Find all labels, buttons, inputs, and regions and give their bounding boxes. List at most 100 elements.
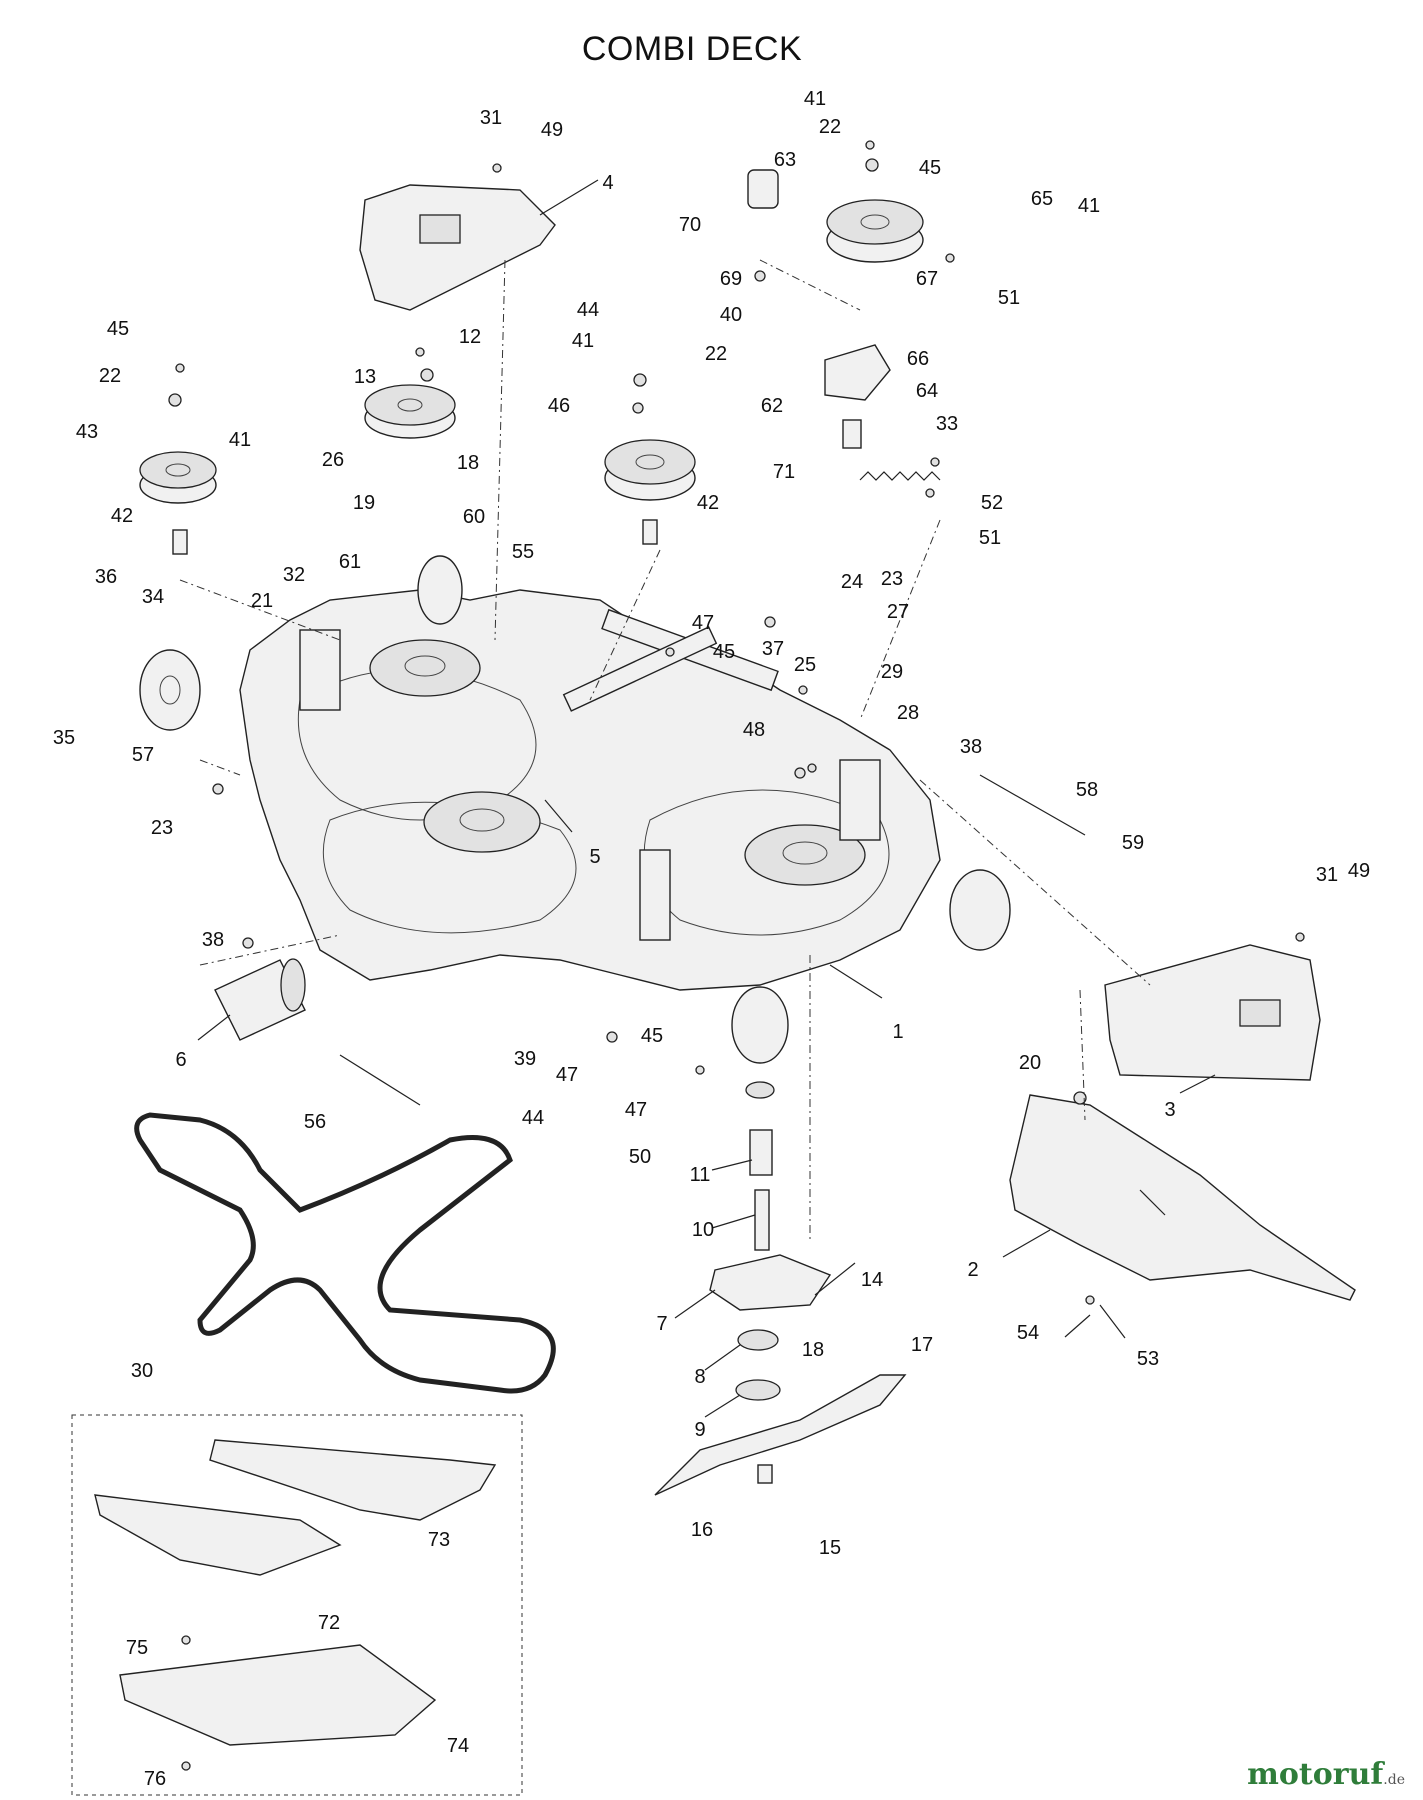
callout-49a: 49 <box>541 119 563 141</box>
idler-pulley-43 <box>139 451 217 504</box>
callout-60: 60 <box>463 506 485 528</box>
callout-20: 20 <box>1019 1052 1041 1074</box>
idler-pulley-26 <box>364 384 456 439</box>
diagram-title: COMBI DECK <box>581 30 803 68</box>
callout-29: 29 <box>881 661 903 683</box>
tension-spring-33 <box>859 471 941 481</box>
callout-25: 25 <box>794 654 816 676</box>
motoruf-logo: motoruf.de <box>1247 1757 1405 1792</box>
callout-22b: 22 <box>705 343 727 365</box>
callout-64: 64 <box>916 380 938 402</box>
callout-28: 28 <box>897 702 919 724</box>
callout-51a: 51 <box>998 287 1020 309</box>
logo-name: motoruf <box>1247 1757 1384 1792</box>
callout-37: 37 <box>762 638 784 660</box>
callout-23b: 23 <box>881 568 903 590</box>
callout-17: 17 <box>911 1334 933 1356</box>
callout-44b: 44 <box>522 1107 544 1129</box>
callout-16: 16 <box>691 1519 713 1541</box>
callout-55: 55 <box>512 541 534 563</box>
idler-pulley-46 <box>604 439 696 501</box>
callout-47b: 47 <box>556 1064 578 1086</box>
callout-74: 74 <box>447 1735 469 1757</box>
callout-41c: 41 <box>804 88 826 110</box>
callout-1: 1 <box>892 1021 903 1043</box>
callout-31b: 31 <box>1316 864 1338 886</box>
callout-11: 11 <box>690 1164 711 1186</box>
callout-66: 66 <box>907 348 929 370</box>
callout-41a: 41 <box>229 429 251 451</box>
baffle <box>1009 1094 1356 1301</box>
callout-5: 5 <box>589 846 600 868</box>
callout-33: 33 <box>936 413 958 435</box>
callout-53: 53 <box>1137 1348 1159 1370</box>
callout-70: 70 <box>679 214 701 236</box>
deck-housing <box>239 589 941 991</box>
callout-65: 65 <box>1031 188 1053 210</box>
mulch-plate-73 <box>209 1439 497 1521</box>
callout-61: 61 <box>339 551 361 573</box>
callout-22c: 22 <box>819 116 841 138</box>
spindle-assembly <box>709 1081 832 1401</box>
callout-71: 71 <box>773 461 795 483</box>
idler-pulley-63 <box>826 199 924 263</box>
callout-42a: 42 <box>111 505 133 527</box>
callout-38a: 38 <box>202 929 224 951</box>
blade-washer-16 <box>757 1464 773 1484</box>
callout-32: 32 <box>283 564 305 586</box>
callout-15: 15 <box>819 1537 841 1559</box>
callout-18a: 18 <box>457 452 479 474</box>
callout-27: 27 <box>887 601 909 623</box>
callout-24: 24 <box>841 571 863 593</box>
callout-14: 14 <box>861 1269 883 1291</box>
callout-3: 3 <box>1164 1099 1175 1121</box>
callout-43: 43 <box>76 421 98 443</box>
drive-belt-30 <box>134 1112 556 1394</box>
mulch-plate-74 <box>119 1644 437 1746</box>
callout-13: 13 <box>354 366 376 388</box>
callout-19: 19 <box>353 492 375 514</box>
callout-39: 39 <box>514 1048 536 1070</box>
callout-12: 12 <box>459 326 481 348</box>
idler-arm-62 <box>824 344 891 401</box>
callout-42b: 42 <box>697 492 719 514</box>
callout-41b: 41 <box>572 330 594 352</box>
spacer-42-left <box>172 529 188 555</box>
belt-cover-right <box>1104 944 1321 1081</box>
callout-26: 26 <box>322 449 344 471</box>
callout-56: 56 <box>304 1111 326 1133</box>
callout-50: 50 <box>629 1146 651 1168</box>
callout-30: 30 <box>131 1360 153 1382</box>
alignment-lines <box>179 259 1151 1240</box>
callout-52: 52 <box>981 492 1003 514</box>
callout-23a: 23 <box>151 817 173 839</box>
callout-45a: 45 <box>107 318 129 340</box>
callout-36: 36 <box>95 566 117 588</box>
roller-6 <box>214 958 306 1041</box>
callout-76: 76 <box>144 1768 166 1790</box>
spacer-42-right <box>642 519 658 545</box>
callout-18b: 18 <box>802 1339 824 1361</box>
mulch-plate-72 <box>94 1494 342 1576</box>
callout-38b: 38 <box>960 736 982 758</box>
gauge-wheel-rear <box>417 555 1011 1064</box>
belt-cover-left <box>359 184 556 311</box>
callout-47c: 47 <box>625 1099 647 1121</box>
callout-7: 7 <box>656 1313 667 1335</box>
logo-suffix: .de <box>1383 1772 1405 1788</box>
leader-lines <box>197 179 1216 1418</box>
callout-57: 57 <box>132 744 154 766</box>
callout-10: 10 <box>692 1219 714 1241</box>
callout-8: 8 <box>694 1366 705 1388</box>
callout-72: 72 <box>318 1612 340 1634</box>
callout-45b: 45 <box>713 641 735 663</box>
hardware-fasteners <box>168 140 1305 1771</box>
callout-48: 48 <box>743 719 765 741</box>
callout-67: 67 <box>916 268 938 290</box>
callout-54: 54 <box>1017 1322 1039 1344</box>
mulch-kit-box <box>71 1414 523 1796</box>
callout-21: 21 <box>251 590 273 612</box>
callout-22a: 22 <box>99 365 121 387</box>
callout-45d: 45 <box>641 1025 663 1047</box>
